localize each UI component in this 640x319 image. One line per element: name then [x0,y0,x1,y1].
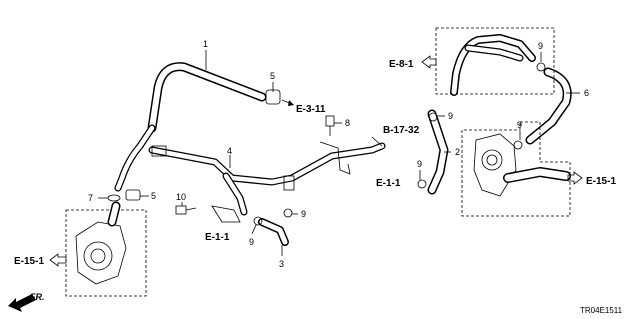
part-number-9-a: 9 [538,41,543,51]
ref-e-8-1[interactable]: E-8-1 [389,59,414,70]
catalog-code: TR04E1511 [580,306,623,315]
hose-part-3 [258,218,289,246]
bolt-part-10 [175,205,197,215]
arrow-e-15-1-right [567,171,583,185]
ref-e-3-11[interactable]: E-3-11 [296,104,326,115]
ref-e-1-1-right[interactable]: E-1-1 [376,178,401,189]
thermostat-housing-right [461,121,571,217]
pipe-part-4 [148,141,386,223]
part-number-3: 3 [279,259,284,269]
part-number-9-f: 9 [249,237,254,247]
hose-part-6 [525,67,572,145]
part-number-6: 6 [584,88,589,98]
clamp-part-5-lower [125,189,141,201]
ref-e-15-1-left[interactable]: E-15-1 [14,256,44,267]
arrow-e-15-1-left [49,253,67,267]
front-direction-label: FR. [30,292,45,302]
ref-b-17-32[interactable]: B-17-32 [383,125,420,136]
hose-part-2 [427,109,449,195]
front-direction-arrow [8,294,36,312]
part-number-10: 10 [176,192,186,202]
part-number-9-e: 9 [301,209,306,219]
part-number-8: 8 [345,118,350,128]
water-pump-left [65,201,147,297]
upper-hose-assembly [435,27,555,96]
ref-e-1-1-left[interactable]: E-1-1 [205,232,230,243]
leader-lines [98,50,580,256]
arrow-e-8-1 [421,55,437,69]
clamp-part-5-upper [265,89,281,105]
part-number-9-c: 9 [517,120,522,130]
o-ring-part-7 [107,194,121,202]
pipe-part-1 [114,62,267,192]
part-number-5-upper: 5 [270,71,275,81]
part-number-9-b: 9 [448,111,453,121]
part-number-7: 7 [88,193,93,203]
part-number-9-d: 9 [417,159,422,169]
part-number-4: 4 [227,146,232,156]
ref-e-15-1-right[interactable]: E-15-1 [586,176,616,187]
bolt-part-8 [325,115,335,136]
part-number-5-lower: 5 [151,191,156,201]
part-number-2: 2 [455,147,460,157]
arrow-e-3-11 [281,99,294,106]
clamps-part-9 [253,62,546,226]
part-number-1: 1 [203,39,208,49]
